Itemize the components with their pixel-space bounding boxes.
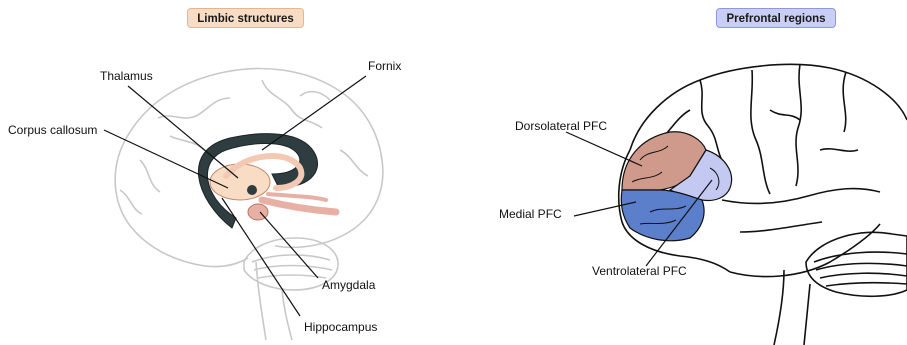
dorsolateral-pfc-label: Dorsolateral PFC <box>515 119 607 133</box>
thalamus-shape <box>210 164 270 200</box>
hippocampus-shape <box>262 200 336 212</box>
medial-pfc-label: Medial PFC <box>499 207 562 221</box>
thalamus-label: Thalamus <box>100 69 153 83</box>
hippocampus-label: Hippocampus <box>304 320 377 334</box>
medial-pfc-region <box>621 190 704 241</box>
amygdala-label: Amygdala <box>322 278 376 292</box>
fornix-label: Fornix <box>368 59 401 73</box>
ventrolateral-pfc-label: Ventrolateral PFC <box>592 264 687 278</box>
fornix-leader <box>262 76 366 150</box>
corpus-callosum-label: Corpus callosum <box>8 123 97 137</box>
